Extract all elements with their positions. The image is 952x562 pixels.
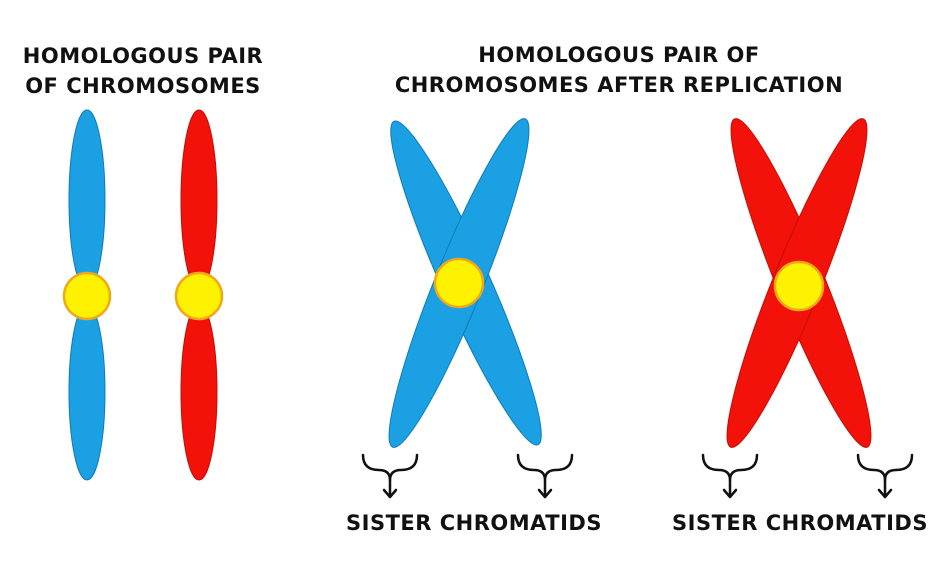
title-line-1: HOMOLOGOUS PAIR: [22, 44, 264, 68]
blue-replicated-chromosome: [388, 118, 542, 448]
sister-chromatids-label-blue: SISTER CHROMATIDS: [346, 511, 602, 535]
title-homologous-pair: HOMOLOGOUS PAIR OF CHROMOSOMES: [0, 41, 286, 101]
brace-arrow-icon: [701, 453, 759, 499]
title-line-2: OF CHROMOSOMES: [25, 74, 261, 98]
red-replicated-chromosome: [726, 118, 872, 448]
blue-chromosome: [62, 109, 112, 481]
title-after-replication: HOMOLOGOUS PAIR OF CHROMOSOMES AFTER REP…: [334, 40, 904, 100]
blue-chromosome-upper-arm: [68, 109, 106, 291]
blue-chromosome-lower-arm: [68, 303, 106, 481]
blue-replicated-centromere: [433, 257, 485, 309]
title-line-1: HOMOLOGOUS PAIR OF: [478, 43, 760, 67]
title-line-2: CHROMOSOMES AFTER REPLICATION: [394, 73, 844, 97]
brace-arrow-icon: [516, 453, 574, 499]
red-chromosome-upper-arm: [180, 109, 218, 291]
brace-arrow-icon: [361, 453, 419, 499]
red-chromosome-lower-arm: [180, 303, 218, 481]
brace-arrow-icon: [856, 453, 914, 499]
red-replicated-centromere: [773, 260, 825, 312]
red-centromere: [174, 271, 224, 321]
red-chromosome: [174, 109, 224, 481]
blue-centromere: [62, 271, 112, 321]
sister-chromatids-label-red: SISTER CHROMATIDS: [672, 511, 928, 535]
